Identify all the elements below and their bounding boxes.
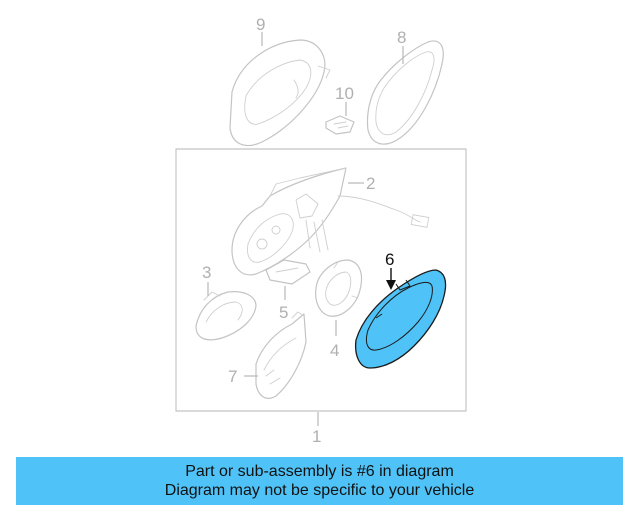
callout-8: 8 xyxy=(397,28,406,47)
part-2-mirror-body xyxy=(231,167,430,276)
part-4-actuator xyxy=(315,259,363,317)
banner-line-1: Part or sub-assembly is #6 in diagram xyxy=(185,463,454,480)
part-5-bracket xyxy=(265,259,311,285)
banner-line-2: Diagram may not be specific to your vehi… xyxy=(164,482,475,499)
callout-7: 7 xyxy=(228,367,237,386)
parts-diagram: 9 8 10 1 2 5 4 xyxy=(175,15,467,446)
part-6-highlighted-cover xyxy=(354,269,447,369)
callout-1: 1 xyxy=(312,427,321,446)
callout-10: 10 xyxy=(335,84,354,103)
callout-3: 3 xyxy=(202,263,211,282)
part-10-clip xyxy=(325,115,355,135)
callout-4: 4 xyxy=(330,341,339,360)
part-info-banner: Part or sub-assembly is #6 in diagram Di… xyxy=(16,457,623,505)
part-7-mount-base xyxy=(255,311,307,399)
callout-2: 2 xyxy=(366,174,375,193)
callout-5: 5 xyxy=(279,303,288,322)
part-8-mirror-glass xyxy=(366,40,444,145)
callout-6: 6 xyxy=(385,250,394,269)
callout-9: 9 xyxy=(256,15,265,34)
assembly-frame xyxy=(175,148,467,412)
part-3-lower-cover xyxy=(195,291,257,341)
part-9-mirror-cover xyxy=(229,39,331,147)
